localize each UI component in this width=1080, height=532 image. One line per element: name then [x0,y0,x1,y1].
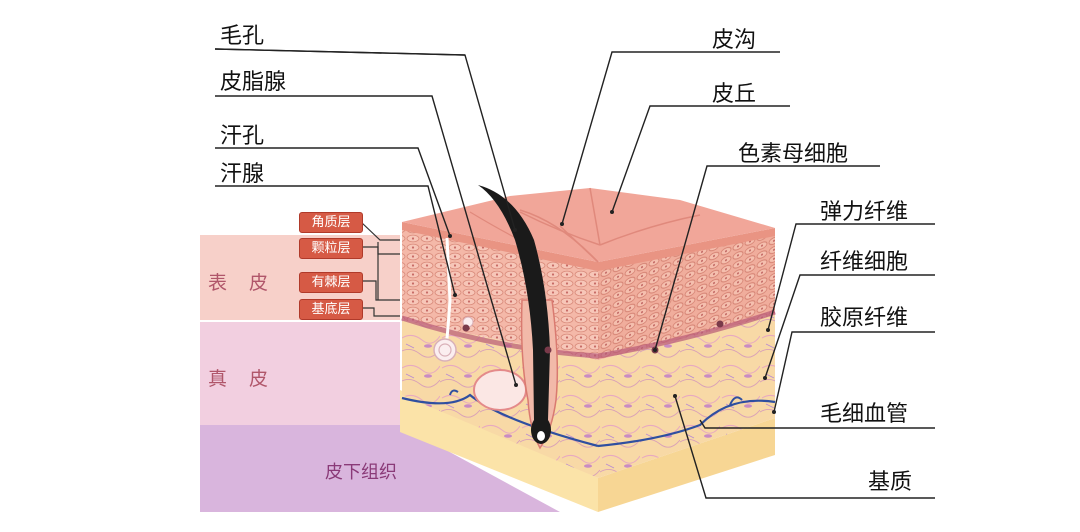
hair-shaft [478,185,550,430]
leader-furrow [561,51,780,225]
leader-capillary [699,419,935,429]
layer-dermis-label: 真皮 [208,368,291,390]
leader-elastic-fiber [767,223,935,331]
leader-sebaceous [215,95,517,386]
label-capillary: 毛细血管 [820,402,909,427]
label-melanocyte: 色素母细胞 [738,142,849,167]
epidermis-side-face [598,235,775,360]
tag-stratum-corneum: 角质层 [299,212,363,233]
layer-epidermis-label: 表皮 [208,272,291,294]
leader-fibroblast [764,274,935,379]
skin-top-surface [402,188,775,262]
layer-subcutaneous-label: 皮下组织 [325,462,397,483]
label-elastic-fiber: 弹力纤维 [820,200,909,225]
leader-sweat-pore [215,147,451,237]
leader-ridge [611,105,790,213]
leader-collagen [773,331,935,413]
label-skin-ridge: 皮丘 [712,82,757,107]
label-skin-furrow: 皮沟 [712,28,757,53]
leader-melanocyte [654,165,880,351]
leader-sweat-gland [215,185,456,296]
label-fibroblast: 纤维细胞 [820,250,909,275]
leader-matrix [674,395,935,499]
sebaceous-gland [473,369,527,411]
tag-stratum-granulosum: 颗粒层 [299,238,363,259]
tag-stratum-basale: 基底层 [299,299,363,320]
tag-stratum-spinosum: 有棘层 [299,272,363,293]
label-sweat-gland: 汗腺 [220,162,265,187]
label-sebaceous-gland: 皮脂腺 [220,70,287,95]
label-sweat-pore: 汗孔 [220,124,265,149]
dermis-side-face [598,315,775,478]
dermis-band [200,322,400,425]
label-pore: 毛孔 [220,24,265,49]
sweat-gland-coil [433,338,457,362]
label-ground-substance: 基质 [868,470,913,495]
subcutaneous-band [200,425,560,512]
label-collagen-fiber: 胶原纤维 [820,306,909,331]
